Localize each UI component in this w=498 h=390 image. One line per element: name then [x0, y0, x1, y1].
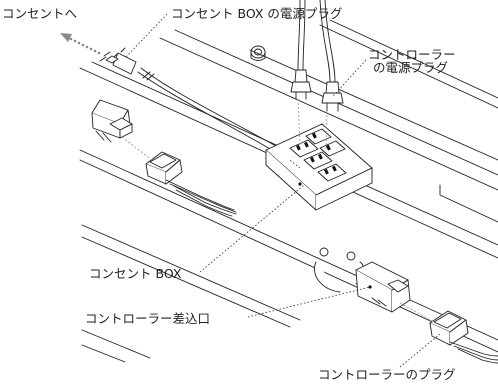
left-connector-plug: [145, 151, 237, 217]
left-inlet: [91, 99, 133, 143]
controller-power-plug-b: [321, 81, 344, 112]
bolt-icon: [250, 45, 266, 61]
leader-controller-power: [332, 59, 367, 97]
leader-lines: [125, 13, 441, 368]
connection-guides: [121, 98, 435, 323]
controller-connector-plug: [429, 310, 498, 364]
outlet-direction-arrow: [60, 33, 101, 55]
label-controller-connector: コントローラーのプラグ: [318, 367, 456, 382]
label-box-power-plug: コンセント BOX の電源プラグ: [171, 6, 343, 21]
outlet-cable: [137, 67, 277, 151]
controller-inlet: [314, 247, 411, 313]
box-power-plug: [99, 47, 137, 75]
rail-lines: [79, 19, 498, 363]
leader-outlet-box: [199, 184, 305, 273]
outlet-box: [265, 123, 373, 211]
leader-controller-plug: [399, 333, 441, 368]
label-controller-power-line1: コントローラー: [368, 47, 456, 62]
label-controller-power-line2: の電源プラグ: [373, 60, 449, 75]
label-outlet: コンセントへ: [2, 6, 78, 21]
controller-power-cords: [297, 0, 336, 83]
leader-controller-inlet: [247, 286, 371, 318]
leader-box-plug: [125, 13, 168, 58]
label-outlet-box: コンセント BOX: [89, 266, 182, 281]
label-controller-inlet: コントローラー差込口: [85, 311, 211, 326]
controller-power-plug-a: [290, 69, 312, 100]
